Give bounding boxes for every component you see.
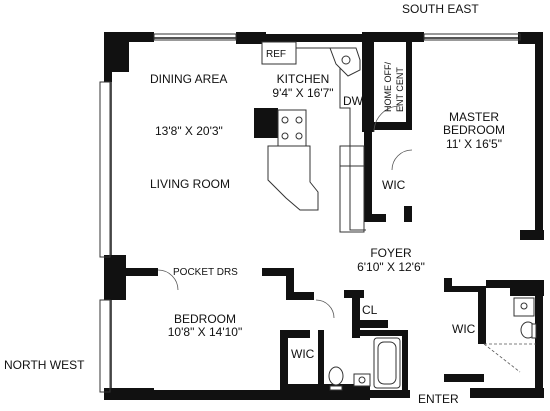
entrance-label: ENTER bbox=[418, 392, 459, 406]
bath-fixtures bbox=[328, 297, 537, 391]
kitchen-dims: 9'4" X 16'7" bbox=[272, 86, 334, 100]
wic-foyer-label: WIC bbox=[452, 322, 476, 336]
master-bedroom-dims: 11' X 16'5" bbox=[446, 137, 502, 151]
exterior-walls bbox=[104, 32, 544, 400]
kitchen-counters bbox=[261, 41, 366, 233]
master-bedroom-label-line2: BEDROOM bbox=[442, 123, 506, 137]
home-office-label-line2: ENT CENT bbox=[395, 67, 405, 112]
living-room-dims: 13'8" X 20'3" bbox=[155, 124, 223, 138]
foyer-dims: 6'10" X 12'6" bbox=[357, 260, 425, 274]
dw-label: DW bbox=[343, 94, 363, 108]
kitchen-label: KITCHEN bbox=[276, 72, 330, 86]
wic-bedroom-label: WIC bbox=[291, 347, 315, 361]
bedroom-label: BEDROOM bbox=[173, 312, 237, 326]
home-office-label-line1: HOME OFF/ bbox=[383, 62, 393, 112]
door-swings bbox=[157, 105, 536, 373]
living-room-label: LIVING ROOM bbox=[150, 177, 231, 191]
interior-walls bbox=[126, 42, 512, 390]
foyer-label: FOYER bbox=[370, 246, 412, 260]
dining-area-label: DINING AREA bbox=[150, 72, 228, 86]
master-bedroom-label-line1: MASTER bbox=[448, 110, 500, 124]
wic-master-label: WIC bbox=[382, 178, 406, 192]
closet-label: CL bbox=[362, 303, 378, 317]
windows bbox=[99, 33, 521, 393]
pocket-doors-label: POCKET DRS bbox=[173, 267, 238, 278]
bedroom-dims: 10'8" X 14'10" bbox=[167, 325, 243, 339]
compass-south-east: SOUTH EAST bbox=[402, 2, 479, 16]
ref-label: REF bbox=[266, 49, 286, 60]
compass-north-west: NORTH WEST bbox=[4, 358, 85, 372]
